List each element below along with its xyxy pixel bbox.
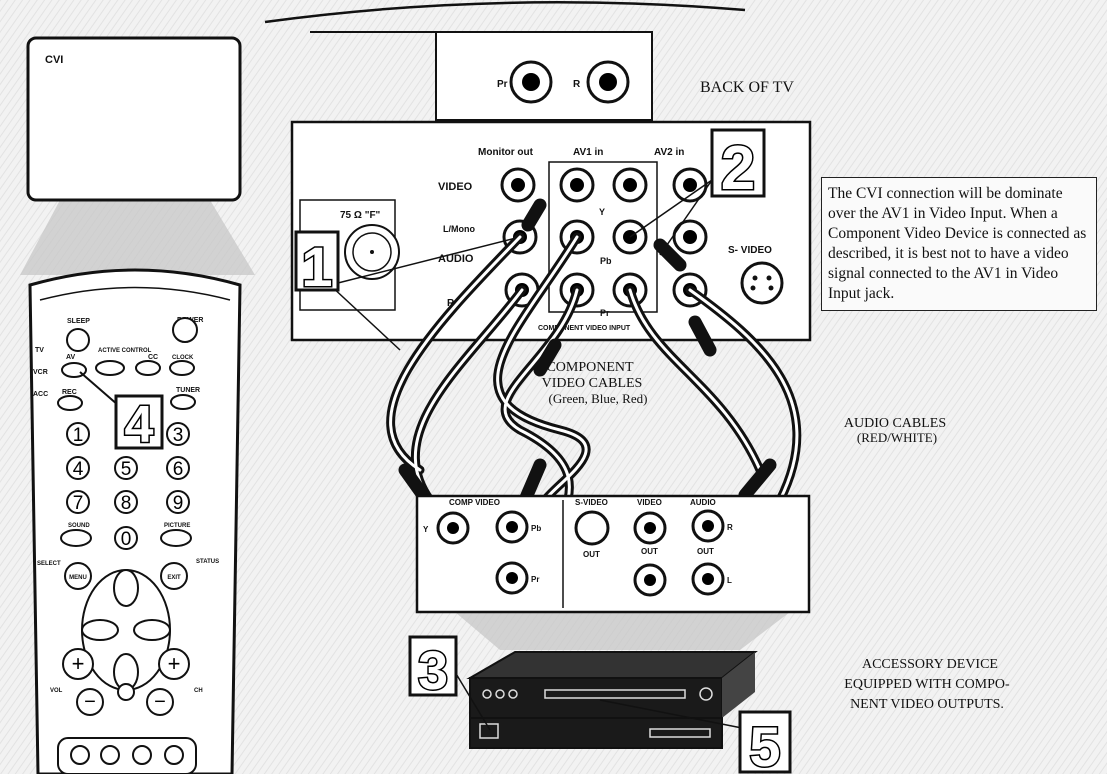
ch-label: CH: [194, 688, 203, 694]
status-label: STATUS: [196, 559, 219, 565]
row-audio: AUDIO: [438, 253, 474, 265]
comp-y-label: Y: [599, 207, 605, 217]
nav-left-button[interactable]: [82, 620, 118, 640]
num-9-label: 9: [173, 493, 184, 514]
callout-3-number: 3: [418, 641, 448, 701]
exit-label: EXIT: [167, 575, 181, 581]
rec-button[interactable]: [58, 396, 82, 410]
mode-tv-label: TV: [35, 347, 44, 354]
component-cables-line3: (Green, Blue, Red): [549, 391, 648, 406]
tv-screen-label: CVI: [45, 54, 63, 66]
device-r-label: R: [727, 523, 733, 532]
accessory-line1: ACCESSORY DEVICE: [862, 657, 998, 672]
select-label: SELECT: [37, 561, 61, 567]
device-pb-label: Pb: [531, 524, 541, 533]
tuner-label: TUNER: [176, 387, 200, 394]
num-8-label: 8: [121, 493, 132, 514]
audio-cables-line1: AUDIO CABLES: [844, 416, 946, 431]
device-svideo-label: S-VIDEO: [575, 498, 608, 507]
rec-label: REC: [62, 389, 77, 396]
row-video: VIDEO: [438, 181, 473, 193]
video-out-label: OUT: [641, 547, 658, 556]
back-of-tv-title: BACK OF TV: [700, 79, 794, 96]
device-l-label: L: [727, 576, 732, 585]
play-button[interactable]: [133, 746, 151, 764]
comp-pr-label: Pr: [600, 308, 610, 318]
callout-5-number: 5: [749, 715, 780, 774]
av-label: AV: [66, 354, 76, 361]
rewind-button[interactable]: [71, 746, 89, 764]
clock-button[interactable]: [170, 361, 194, 375]
antenna-label: 75 Ω "F": [340, 210, 381, 221]
col-monitor-out: Monitor out: [478, 147, 534, 158]
active-control-label: ACTIVE CONTROL: [98, 348, 152, 354]
accessory-line2: EQUIPPED WITH COMPO-: [844, 677, 1010, 692]
picture-button[interactable]: [161, 530, 191, 546]
num-5-label: 5: [121, 459, 132, 480]
mode-vcr-label: VCR: [33, 369, 48, 376]
mode-acc-label: ACC: [33, 391, 48, 398]
ffwd-button[interactable]: [165, 746, 183, 764]
component-panel-label: COMPONENT VIDEO INPUT: [538, 325, 631, 332]
sound-label: SOUND: [68, 523, 90, 529]
mute-button[interactable]: [118, 684, 134, 700]
nav-up-button[interactable]: [114, 570, 138, 606]
device-output-panel: COMP VIDEO S-VIDEO VIDEO AUDIO Y Pb Pr R…: [417, 496, 809, 650]
row-lmono: L/Mono: [443, 224, 475, 234]
comp-pb-label: Pb: [600, 256, 612, 266]
num-7-label: 7: [73, 493, 84, 514]
accessory-line3: NENT VIDEO OUTPUTS.: [850, 697, 1004, 712]
device-y-label: Y: [423, 525, 429, 534]
sound-button[interactable]: [61, 530, 91, 546]
num-6-label: 6: [173, 459, 184, 480]
sleep-button[interactable]: [67, 329, 89, 351]
num-1-label: 1: [73, 425, 84, 446]
comp-video-label: COMP VIDEO: [449, 498, 500, 507]
device-video-label: VIDEO: [637, 498, 662, 507]
num-3-label: 3: [173, 425, 184, 446]
top-jack-pr: Pr: [497, 79, 508, 90]
stop-button[interactable]: [101, 746, 119, 764]
top-jack-r: R: [573, 79, 581, 90]
cc-button[interactable]: [136, 361, 160, 375]
accessory-device: [470, 652, 755, 748]
vol-minus-label: −: [84, 691, 96, 713]
menu-label: MENU: [69, 575, 87, 581]
device-pr-label: Pr: [531, 575, 539, 584]
svideo-label: S- VIDEO: [728, 245, 772, 256]
ch-plus-label: +: [168, 651, 181, 676]
callout-1-number: 1: [301, 235, 332, 298]
callout-2-number: 2: [721, 134, 755, 203]
nav-right-button[interactable]: [134, 620, 170, 640]
vol-label: VOL: [50, 688, 63, 694]
power-button[interactable]: [173, 318, 197, 342]
active-control-button[interactable]: [96, 361, 124, 375]
picture-label: PICTURE: [164, 523, 190, 529]
component-cables-line1: COMPONENT: [546, 360, 634, 375]
col-av1-in: AV1 in: [573, 147, 603, 158]
col-av2-in: AV2 in: [654, 147, 684, 158]
callout-4-number: 4: [125, 396, 154, 454]
svideo-out-label: OUT: [583, 550, 600, 559]
tv-screen: CVI: [20, 38, 255, 275]
component-cables-line2: VIDEO CABLES: [542, 376, 643, 391]
tuner-button[interactable]: [171, 395, 195, 409]
cc-label: CC: [148, 354, 158, 361]
device-audio-label: AUDIO: [690, 498, 716, 507]
ch-minus-label: −: [154, 691, 166, 713]
audio-cables-line2: (RED/WHITE): [857, 430, 937, 445]
vol-plus-label: +: [72, 651, 85, 676]
num-0-label: 0: [121, 529, 132, 550]
cvi-note: The CVI connection will be dominate over…: [821, 177, 1097, 311]
sleep-label: SLEEP: [67, 318, 90, 325]
audio-out-label: OUT: [697, 547, 714, 556]
num-4-label: 4: [73, 459, 84, 480]
remote-control: SLEEP POWER TV VCR ACC AV ACTIVE CONTROL…: [30, 270, 240, 774]
